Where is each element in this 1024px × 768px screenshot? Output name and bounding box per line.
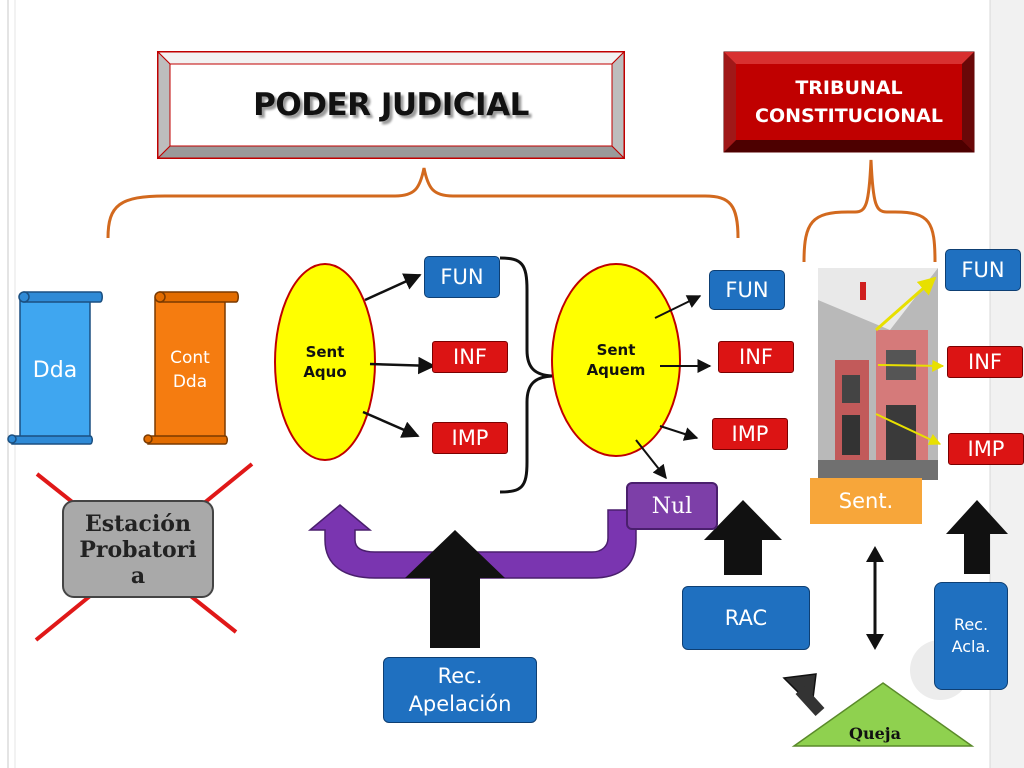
tribunal-line1: TRIBUNAL: [795, 77, 903, 99]
estacion-probatoria-box: Estación Probatori a: [62, 500, 214, 598]
arrow-photo-fun: [875, 276, 937, 332]
purple-return-arrow: [307, 504, 637, 579]
inf-box-aquem: INF: [718, 341, 794, 373]
cont-dda-line1: Cont: [170, 348, 210, 368]
inf-box-tc: INF: [947, 346, 1023, 378]
fun-box-aquo: FUN: [424, 256, 500, 298]
sent-aquo-ellipse: [274, 263, 376, 461]
dda-text: Dda: [32, 357, 78, 383]
arrow-aquo-fun: [364, 273, 422, 302]
arrow-photo-imp: [875, 413, 942, 445]
rec-apelacion-line2: Apelación: [408, 692, 512, 716]
sent-aquo-label: Sent Aquo: [285, 330, 365, 394]
dda-label: Dda: [20, 300, 90, 440]
rec-apelacion-box: Rec. Apelación: [383, 657, 537, 723]
title-frame: [156, 50, 626, 160]
tribunal-constitucional-label: TRIBUNAL CONSTITUCIONAL: [724, 52, 974, 152]
arrow-aquem-nul: [635, 439, 667, 480]
arrow-aquo-imp: [362, 410, 420, 438]
cont-dda-line2: Dda: [172, 372, 208, 392]
imp-box-tc: IMP: [948, 433, 1024, 465]
rec-acla-line2: Acla.: [951, 637, 991, 656]
poder-judicial-bracket: [106, 167, 740, 239]
double-arrow: [866, 546, 884, 650]
tribunal-frame: [723, 51, 975, 153]
page-title: PODER JUDICIAL: [253, 87, 529, 123]
imp-box-aquem: IMP: [712, 418, 788, 450]
arrow-aquo-inf: [369, 356, 436, 375]
nul-box: Nul: [626, 482, 718, 530]
queja-triangle: [791, 682, 975, 747]
tribunal-line2: CONSTITUCIONAL: [755, 105, 943, 127]
sent-aquo-line1: Sent: [305, 343, 345, 361]
cont-dda-label: Cont Dda: [155, 300, 225, 440]
queja-label: Queja: [849, 723, 901, 743]
sent-aquem-ellipse: [551, 263, 681, 457]
rec-apelacion-line1: Rec.: [437, 664, 483, 688]
sent-aquem-line2: Aquem: [586, 361, 646, 379]
rec-acla-box: Rec. Acla.: [934, 582, 1008, 690]
arrow-aquem-imp: [659, 425, 699, 441]
rac-box: RAC: [682, 586, 810, 650]
sent-aquem-line1: Sent: [596, 341, 636, 359]
rec-acla-up-arrow: [946, 500, 1008, 574]
rac-up-arrow: [704, 500, 782, 575]
cont-dda-scroll: [143, 291, 239, 445]
apelacion-up-arrow: [405, 530, 505, 648]
arrow-photo-inf: [877, 359, 945, 372]
arrow-aquem-fun: [654, 295, 702, 319]
estacion-line2: Probatori: [79, 537, 197, 563]
estacion-line1: Estación: [84, 511, 191, 537]
rec-acla-line1: Rec.: [953, 615, 989, 634]
inf-box-aquo: INF: [432, 341, 508, 373]
dda-scroll: [7, 291, 103, 445]
estacion-line3: a: [130, 563, 146, 589]
fun-box-tc: FUN: [945, 249, 1021, 291]
sent-aquem-label: Sent Aquem: [576, 328, 656, 392]
sent-box: Sent.: [810, 478, 922, 524]
queja-diagonal-arrow: [782, 673, 825, 717]
curly-brace: [499, 256, 553, 494]
sent-aquo-line2: Aquo: [303, 363, 347, 381]
fun-box-aquem: FUN: [709, 270, 785, 310]
imp-box-aquo: IMP: [432, 422, 508, 454]
tribunal-bracket: [802, 159, 937, 263]
building-photo: [818, 268, 938, 480]
